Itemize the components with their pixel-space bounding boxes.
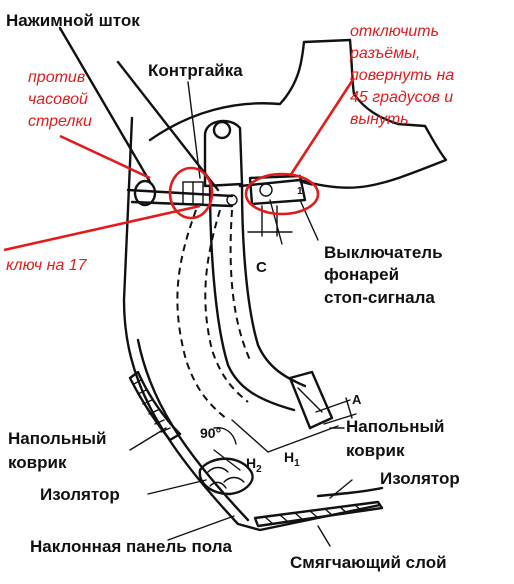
wrench-arrow-line <box>3 204 201 252</box>
pedal-arm <box>208 184 307 412</box>
label-floor-panel: Наклонная панель пола <box>30 537 232 556</box>
note-ccw-line3: стрелки <box>28 113 92 130</box>
label-dim-c: C <box>256 259 267 276</box>
disconnect-arrow-line <box>288 77 356 177</box>
height-dimensions <box>213 419 339 471</box>
note-ccw-line1: против <box>28 69 85 86</box>
label-switch-line3: стоп-сигнала <box>324 288 435 307</box>
label-switch-line2: фонарей <box>324 265 399 284</box>
insulator-mound <box>198 457 254 496</box>
floor-mat-right <box>253 486 384 528</box>
note-disconnect-line4: 45 градусов и <box>350 89 453 106</box>
note-disconnect-line2: разъёмы, <box>349 45 420 62</box>
brake-light-switch: 1 <box>248 174 313 206</box>
label-lock-nut: Контргайка <box>148 61 243 80</box>
lock-nut-highlight <box>168 166 214 220</box>
label-switch-line1: Выключатель <box>324 243 443 262</box>
label-h1: H1 <box>284 449 300 469</box>
note-wrench: ключ на 17 <box>6 257 88 274</box>
dimension-a <box>315 397 357 425</box>
pedal-pivot <box>203 119 302 206</box>
ccw-arrow-line <box>59 134 151 180</box>
switch-mark: 1 <box>297 186 303 197</box>
rod-assembly <box>126 179 234 208</box>
label-mat-left-line1: Напольный <box>8 429 106 448</box>
label-angle: 90° <box>200 425 221 441</box>
label-soft-layer: Смягчающий слой <box>290 553 447 572</box>
lock-nut-leader <box>187 81 201 179</box>
pedal-arm-depressed <box>176 209 251 421</box>
switch-highlight <box>244 172 320 216</box>
note-disconnect-line5: вынуть <box>350 111 409 128</box>
push-rod <box>58 26 220 192</box>
note-disconnect-line1: отключить <box>350 23 439 40</box>
note-ccw-line2: часовой <box>28 91 88 108</box>
label-mat-right-line1: Напольный <box>346 417 444 436</box>
red-annotations <box>3 77 356 252</box>
label-mat-right-line2: коврик <box>346 441 405 460</box>
label-dim-a: A <box>352 392 362 407</box>
label-insulator-left: Изолятор <box>40 485 120 504</box>
red-notes: против часовой стрелки ключ на 17 отключ… <box>6 23 454 274</box>
label-mat-left-line2: коврик <box>8 453 67 472</box>
label-insulator-right: Изолятор <box>380 469 460 488</box>
leader-lines <box>59 29 353 547</box>
floor-mat-left <box>128 370 182 442</box>
firewall-outline <box>148 38 448 189</box>
pedal-pad <box>288 370 334 430</box>
label-h2: H2 <box>246 455 262 475</box>
label-push-rod: Нажимной шток <box>6 11 140 30</box>
note-disconnect-line3: повернуть на <box>350 67 454 84</box>
